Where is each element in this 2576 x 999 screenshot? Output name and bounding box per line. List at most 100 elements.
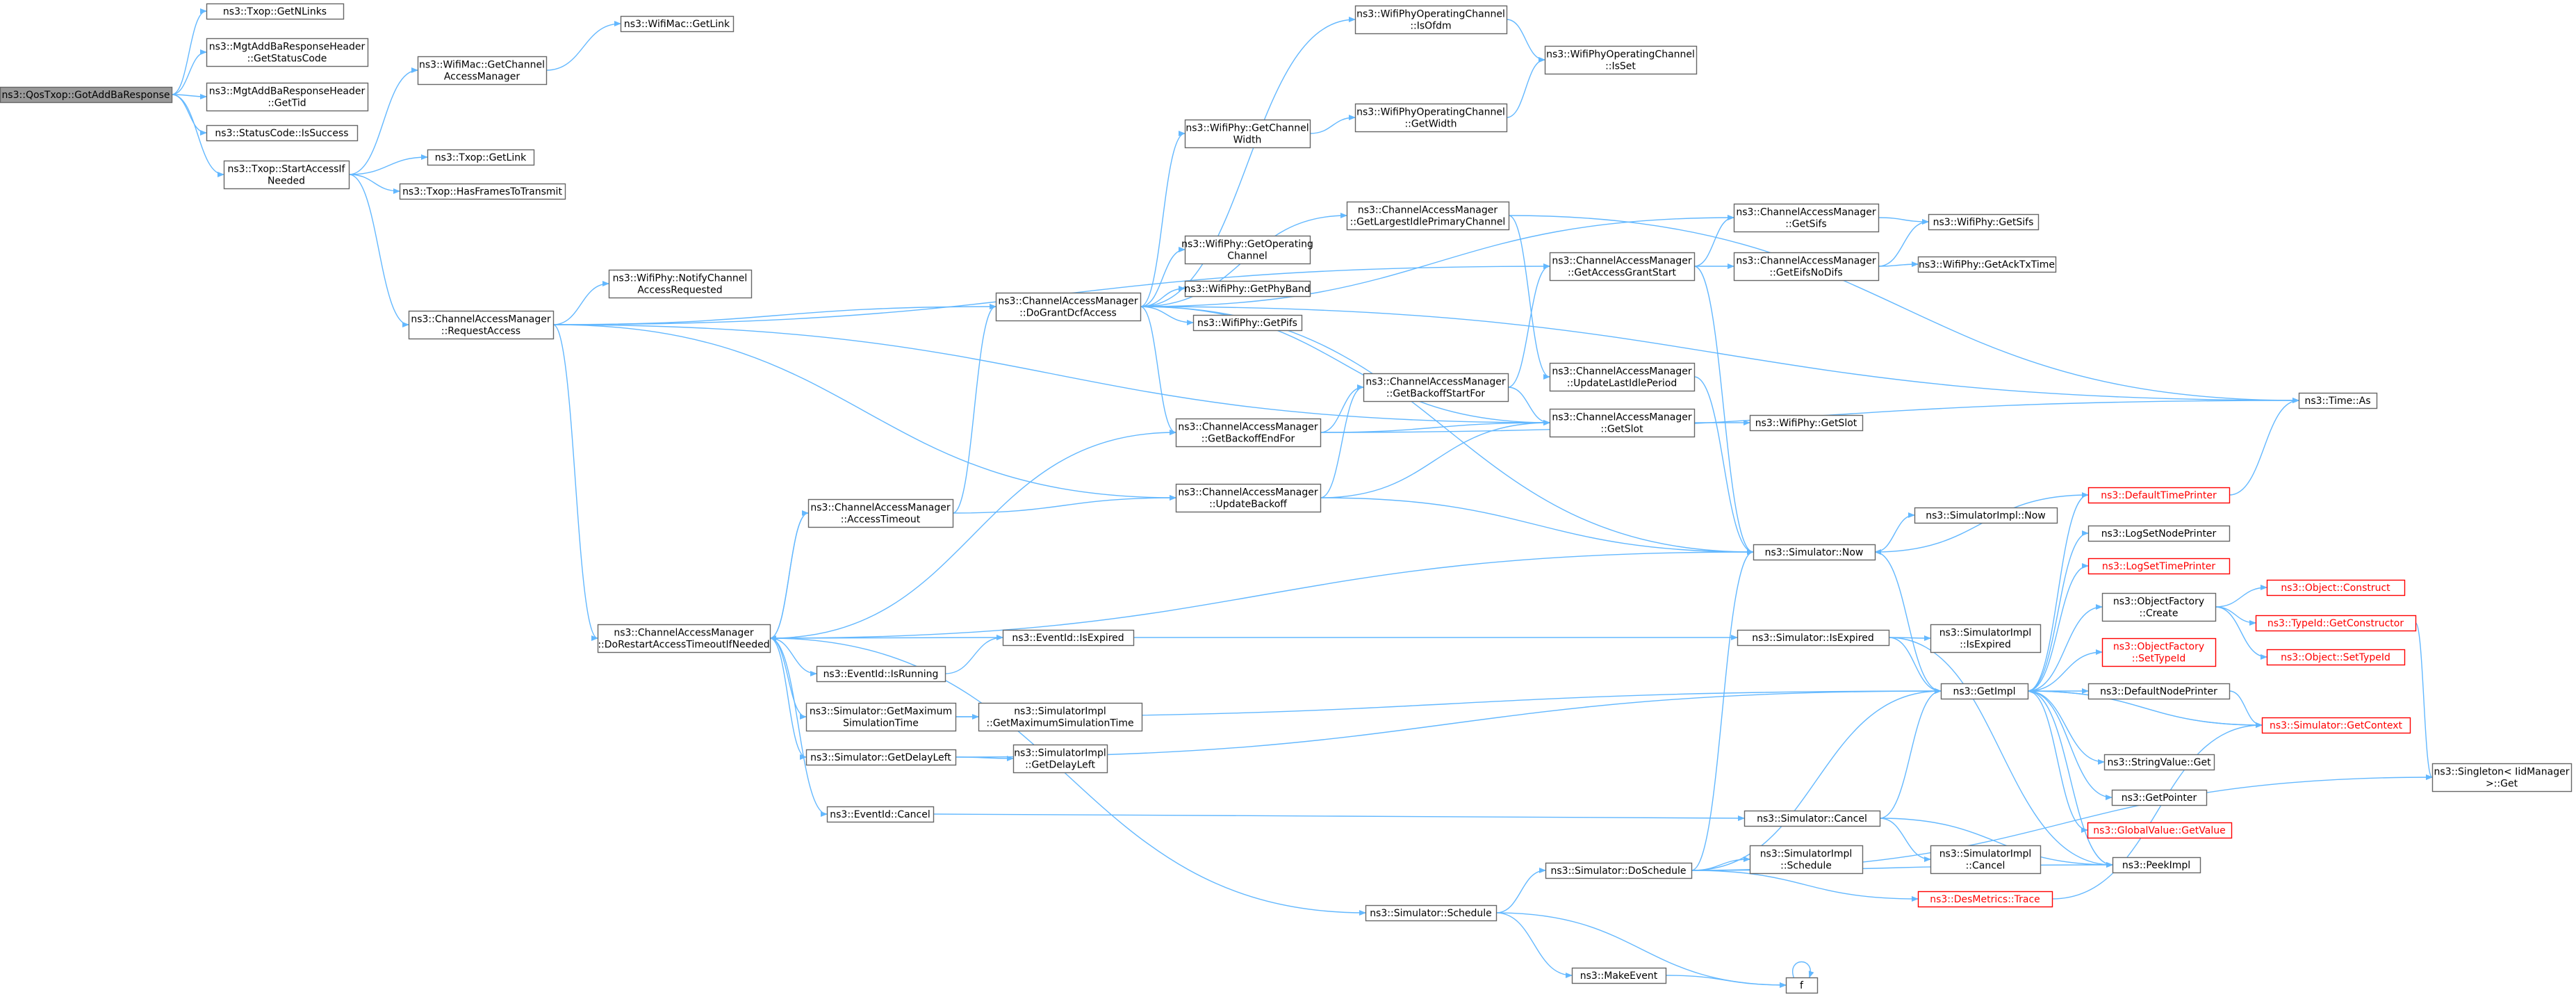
node-box[interactable] [1184, 119, 1311, 149]
node-box[interactable] [417, 56, 548, 86]
node-box[interactable] [620, 15, 735, 33]
node-box[interactable] [1753, 544, 1876, 561]
node-txop_getlink[interactable]: ns3::Txop::GetLink [427, 149, 535, 166]
node-txop_hasframes[interactable]: ns3::Txop::HasFramesToTransmit [399, 183, 566, 200]
node-box[interactable] [995, 292, 1142, 322]
node-box[interactable] [1571, 967, 1667, 984]
node-globalvalue_getvalue[interactable]: ns3::GlobalValue::GetValue [2087, 822, 2233, 839]
node-box[interactable] [807, 498, 954, 528]
node-box[interactable] [427, 149, 535, 166]
node-box[interactable] [1749, 845, 1864, 875]
node-box[interactable] [1192, 314, 1303, 332]
node-box[interactable] [2103, 754, 2215, 771]
node-wpoc_isofdm[interactable]: ns3::WifiPhyOperatingChannel::IsOfdm [1354, 5, 1508, 35]
node-sim_getdelayleft[interactable]: ns3::Simulator::GetDelayLeft [805, 749, 957, 766]
node-sim_getcontext[interactable]: ns3::Simulator::GetContext [2261, 717, 2411, 734]
node-sim_now[interactable]: ns3::Simulator::Now [1753, 544, 1876, 561]
node-box[interactable] [1346, 201, 1510, 231]
node-cam_getaccessgrant[interactable]: ns3::ChannelAccessManager::GetAccessGran… [1549, 252, 1696, 282]
node-defaulttimeprinter[interactable]: ns3::DefaultTimePrinter [2087, 487, 2231, 504]
node-logsetnodeprinter[interactable]: ns3::LogSetNodePrinter [2087, 525, 2231, 542]
node-box[interactable] [1744, 810, 1881, 827]
node-logsettimeprinter[interactable]: ns3::LogSetTimePrinter [2087, 558, 2231, 575]
node-box[interactable] [2087, 558, 2231, 575]
node-cam_dorestart[interactable]: ns3::ChannelAccessManager::DoRestartAcce… [597, 624, 771, 653]
node-box[interactable] [1184, 280, 1311, 298]
node-box[interactable] [2087, 525, 2231, 542]
node-box[interactable] [2101, 592, 2217, 622]
node-statuscode_issuccess[interactable]: ns3::StatusCode::IsSuccess [206, 124, 359, 142]
node-box[interactable] [1733, 203, 1880, 233]
node-simimpl_getdelayleft[interactable]: ns3::SimulatorImpl::GetDelayLeft [1012, 744, 1108, 774]
node-cam_dogrant[interactable]: ns3::ChannelAccessManager::DoGrantDcfAcc… [995, 292, 1142, 322]
node-box[interactable] [1914, 507, 2058, 524]
node-box[interactable] [2087, 822, 2233, 839]
node-box[interactable] [206, 124, 359, 142]
node-box[interactable] [1002, 629, 1135, 647]
node-wpoc_getwidth[interactable]: ns3::WifiPhyOperatingChannel::GetWidth [1354, 103, 1508, 133]
node-sim_cancel[interactable]: ns3::Simulator::Cancel [1744, 810, 1881, 827]
node-box[interactable] [1354, 103, 1508, 133]
node-singleton_get[interactable]: ns3::Singleton< IidManager>::Get [2431, 763, 2573, 793]
node-box[interactable] [1184, 235, 1311, 265]
node-simimpl_now[interactable]: ns3::SimulatorImpl::Now [1914, 507, 2058, 524]
node-box[interactable] [2298, 392, 2378, 409]
node-wpoc_isset[interactable]: ns3::WifiPhyOperatingChannel::IsSet [1544, 45, 1698, 75]
node-box[interactable] [597, 624, 771, 653]
node-sim_getmaxsim[interactable]: ns3::Simulator::GetMaximumSimulationTime [805, 702, 957, 732]
node-eventid_cancel[interactable]: ns3::EventId::Cancel [826, 806, 935, 823]
node-box[interactable] [2087, 487, 2231, 504]
node-simimpl_cancel[interactable]: ns3::SimulatorImpl::Cancel [1930, 845, 2042, 875]
node-box[interactable] [1940, 683, 2029, 700]
node-box[interactable] [1785, 977, 1819, 994]
node-simimpl_isexpired[interactable]: ns3::SimulatorImpl::IsExpired [1930, 624, 2042, 653]
node-wifiphy_getack[interactable]: ns3::WifiPhy::GetAckTxTime [1917, 256, 2057, 273]
node-box[interactable] [1749, 414, 1864, 432]
node-box[interactable] [1544, 45, 1698, 75]
node-cam_getslot[interactable]: ns3::ChannelAccessManager::GetSlot [1549, 408, 1696, 438]
node-box[interactable] [2266, 649, 2406, 666]
node-eventid_isexpired[interactable]: ns3::EventId::IsExpired [1002, 629, 1135, 647]
node-box[interactable] [608, 269, 753, 299]
node-cam_geteifs[interactable]: ns3::ChannelAccessManager::GetEifsNoDifs [1733, 252, 1880, 282]
node-box[interactable] [1733, 252, 1880, 282]
node-wifiphy_getpifs[interactable]: ns3::WifiPhy::GetPifs [1192, 314, 1303, 332]
node-sim_doschedule[interactable]: ns3::Simulator::DoSchedule [1545, 862, 1693, 879]
node-box[interactable] [0, 86, 173, 104]
node-makeevent[interactable]: ns3::MakeEvent [1571, 967, 1667, 984]
node-box[interactable] [1363, 373, 1509, 403]
node-box[interactable] [2101, 637, 2217, 667]
node-wifiphy_getslot[interactable]: ns3::WifiPhy::GetSlot [1749, 414, 1864, 432]
node-box[interactable] [805, 749, 957, 766]
node-box[interactable] [1175, 418, 1322, 448]
node-stringvalue_get[interactable]: ns3::StringValue::Get [2103, 754, 2215, 771]
node-box[interactable] [1917, 891, 2053, 908]
node-f[interactable]: f [1785, 977, 1819, 994]
node-cam_getbackoffend[interactable]: ns3::ChannelAccessManager::GetBackoffEnd… [1175, 418, 1322, 448]
node-wifiphy_notify[interactable]: ns3::WifiPhy::NotifyChannelAccessRequest… [608, 269, 753, 299]
node-simimpl_getmaxsim[interactable]: ns3::SimulatorImpl::GetMaximumSimulation… [978, 702, 1143, 732]
node-sim_schedule[interactable]: ns3::Simulator::Schedule [1365, 904, 1498, 922]
node-box[interactable] [1545, 862, 1693, 879]
node-wifiphy_getband[interactable]: ns3::WifiPhy::GetPhyBand [1184, 280, 1311, 298]
node-box[interactable] [1928, 213, 2040, 231]
node-box[interactable] [1549, 362, 1696, 392]
node-box[interactable] [2266, 579, 2406, 596]
node-box[interactable] [1549, 408, 1696, 438]
node-box[interactable] [2111, 789, 2208, 806]
node-box[interactable] [408, 310, 555, 340]
node-box[interactable] [399, 183, 566, 200]
node-mgt_statuscode[interactable]: ns3::MgtAddBaResponseHeader::GetStatusCo… [206, 38, 369, 67]
node-box[interactable] [1917, 256, 2057, 273]
node-box[interactable] [1365, 904, 1498, 922]
node-box[interactable] [1354, 5, 1508, 35]
node-box[interactable] [2112, 856, 2201, 874]
node-cam_updatelastidle[interactable]: ns3::ChannelAccessManager::UpdateLastIdl… [1549, 362, 1696, 392]
node-box[interactable] [2255, 615, 2417, 632]
node-box[interactable] [206, 38, 369, 67]
node-box[interactable] [1549, 252, 1696, 282]
node-box[interactable] [816, 665, 946, 683]
